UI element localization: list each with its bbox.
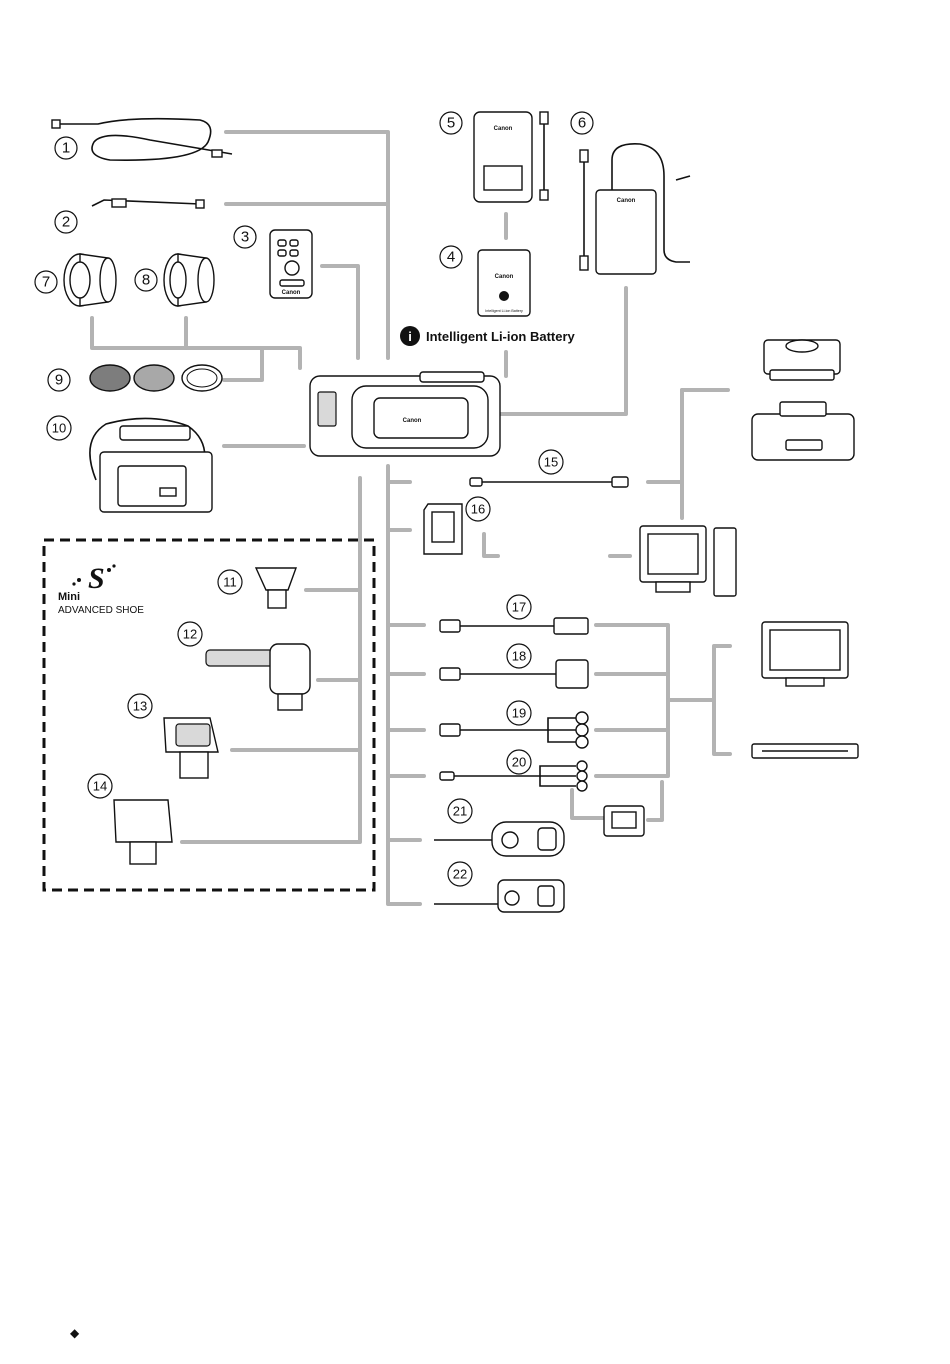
filter-set-icon (90, 365, 222, 391)
compact-power-adapter-icon: Canon (580, 144, 690, 274)
callout-2-text: 2 (62, 214, 70, 231)
callout-6-text: 6 (578, 115, 586, 132)
callout-8: 8 (135, 269, 157, 291)
shoe-logo-glyph: S (88, 562, 105, 595)
callout-17-text: 17 (512, 600, 526, 615)
callout-4-text: 4 (447, 249, 455, 266)
battery-info-glyph: i (408, 329, 412, 344)
recorder-icon (752, 744, 858, 758)
callout-21: 21 (448, 799, 472, 823)
remote-controller-rc-icon (434, 880, 564, 912)
callout-12-text: 12 (183, 627, 197, 642)
charger-brand: Canon (494, 126, 513, 132)
callout-14: 14 (88, 774, 112, 798)
intelligent-battery-label: i Intelligent Li-ion Battery (400, 326, 576, 346)
callout-22-text: 22 (453, 867, 467, 882)
video-light-icon (256, 568, 296, 608)
callout-19: 19 (507, 701, 531, 725)
callout-11: 11 (218, 570, 242, 594)
adapter-brand: Canon (617, 198, 636, 204)
callout-20-text: 20 (512, 755, 526, 770)
wrist-strap-icon (92, 199, 204, 208)
usb-cable-icon (470, 477, 628, 487)
tv-icon (762, 622, 848, 686)
callout-14-text: 14 (93, 779, 107, 794)
callout-13-text: 13 (133, 699, 147, 714)
tele-converter-icon (64, 254, 116, 306)
callout-11-text: 11 (223, 575, 237, 590)
callout-3: 3 (234, 226, 256, 248)
camcorder-icon: Canon (310, 372, 500, 456)
battery-pack-icon: Canon Intelligent Li-ion Battery (478, 250, 530, 316)
callout-9: 9 (48, 369, 70, 391)
callout-4: 4 (440, 246, 462, 268)
soft-carrying-case-icon (90, 418, 212, 512)
wireless-controller-icon: Canon (270, 230, 312, 298)
memory-card-icon (424, 504, 462, 554)
callout-10: 10 (47, 416, 71, 440)
shoe-mini-label: Mini (58, 591, 80, 603)
compact-photo-printer-icon (764, 340, 840, 380)
remote-controller-ra-icon (434, 822, 564, 856)
callout-16-text: 16 (471, 502, 485, 517)
callout-19-text: 19 (512, 706, 526, 721)
battery-pack-small-text: Intelligent Li-ion Battery (485, 309, 523, 313)
directional-microphone-icon (206, 644, 310, 710)
shoulder-strap-icon (52, 119, 232, 161)
callout-5: 5 (440, 112, 462, 134)
battery-brand: Canon (495, 274, 514, 280)
callout-2: 2 (55, 211, 77, 233)
callout-9-text: 9 (55, 372, 63, 389)
callout-16: 16 (466, 497, 490, 521)
callout-21-text: 21 (453, 804, 467, 819)
inkjet-printer-icon (752, 402, 854, 460)
callout-10-text: 10 (52, 421, 66, 436)
callout-13: 13 (128, 694, 152, 718)
callout-17: 17 (507, 595, 531, 619)
callout-1: 1 (55, 137, 77, 159)
callout-5-text: 5 (447, 115, 455, 132)
callout-20: 20 (507, 750, 531, 774)
battery-charger-icon: Canon (474, 112, 548, 202)
video-light-3-icon (114, 800, 172, 864)
scart-adapter-icon (604, 806, 644, 836)
callout-18: 18 (507, 644, 531, 668)
callout-15: 15 (539, 450, 563, 474)
callout-22: 22 (448, 862, 472, 886)
callout-18-text: 18 (512, 649, 526, 664)
callout-7-text: 7 (42, 274, 50, 291)
callout-3-text: 3 (241, 229, 249, 246)
remote-brand: Canon (282, 290, 301, 296)
callout-6: 6 (571, 112, 593, 134)
video-light-2-icon (164, 718, 218, 778)
wide-converter-icon (164, 254, 214, 306)
hdmi-cable-icon (440, 618, 588, 634)
footer-diamond-mark: ◆ (70, 1326, 79, 1340)
callout-12: 12 (178, 622, 202, 646)
mini-advanced-shoe-logo: S Mini ADVANCED SHOE (58, 562, 144, 616)
callout-1-text: 1 (62, 140, 70, 157)
computer-icon (640, 526, 736, 596)
camcorder-brand: Canon (403, 418, 422, 424)
callout-7: 7 (35, 271, 57, 293)
shoe-advanced-label: ADVANCED SHOE (58, 605, 144, 616)
callout-15-text: 15 (544, 455, 558, 470)
battery-label-text: Intelligent Li-ion Battery (426, 329, 576, 344)
callout-8-text: 8 (142, 272, 150, 289)
